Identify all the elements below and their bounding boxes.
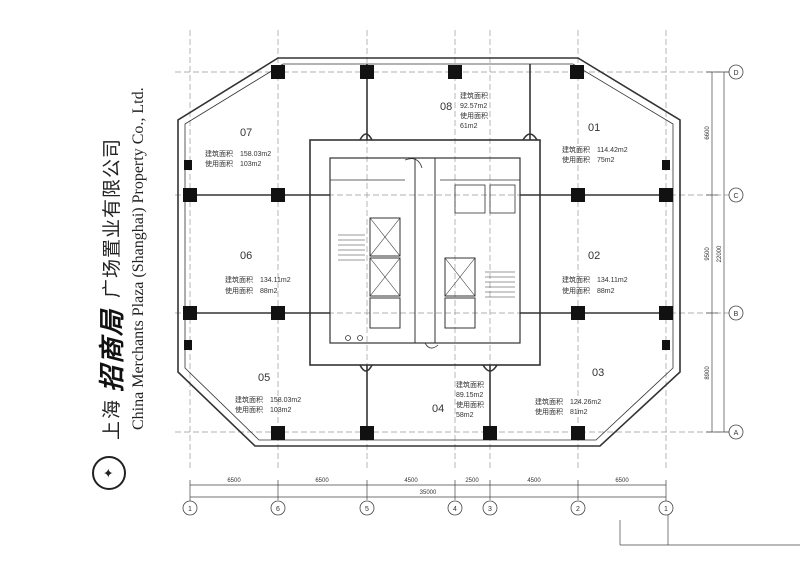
unit-number: 08 [440,101,452,113]
grid-label: 6 [276,506,280,513]
unit-usable-area-label: 使用面积 [562,286,590,295]
unit-gross-area: 158.03m2 [270,397,301,404]
unit-gross-area-label: 建筑面积 [535,397,563,406]
unit-usable-area-label: 使用面积 [460,111,488,120]
unit-gross-area-label: 建筑面积 [205,149,233,158]
grid-label: 1 [188,506,192,513]
grid-bubbles-right [728,64,744,440]
dimension-text: 6500 [615,478,629,484]
unit-number: 01 [588,122,600,134]
grid-label: A [734,430,739,437]
unit-gross-area-label: 建筑面积 [562,275,590,284]
unit-gross-area: 134.11m2 [260,277,291,284]
unit-usable-area: 88m2 [260,288,278,295]
unit-gross-area-label: 建筑面积 [460,91,488,100]
unit-usable-area: 81m2 [570,409,588,416]
company-logo-icon: ✦ [92,456,126,490]
unit-gross-area-label: 建筑面积 [225,275,253,284]
unit-gross-area: 158.03m2 [240,151,271,158]
grid-label: 2 [576,506,580,513]
unit-number: 05 [258,372,270,384]
unit-usable-area-label: 使用面积 [456,400,484,409]
grid-label: 5 [365,506,369,513]
company-name-suffix: 广场置业有限公司 [100,137,123,298]
unit-number: 03 [592,367,604,379]
company-branding: ✦ 上海 招商局 广场置业有限公司 China Merchants Plaza … [92,60,157,490]
grid-bubbles-bottom [182,500,674,516]
dimension-text: 6500 [227,478,241,484]
unit-usable-area: 58m2 [456,412,474,419]
unit-number: 02 [588,250,600,262]
unit-usable-area: 75m2 [597,157,615,164]
dimension-text: 2500 [465,478,479,484]
unit-usable-area-label: 使用面积 [235,405,263,414]
dimension-total: 35000 [420,490,437,496]
unit-usable-area: 88m2 [597,288,615,295]
dimension-text: 6600 [705,126,711,140]
unit-usable-area-label: 使用面积 [535,407,563,416]
unit-number: 04 [432,403,444,415]
dimension-total: 22000 [717,245,723,262]
unit-gross-area-label: 建筑面积 [562,145,590,154]
unit-usable-area-label: 使用面积 [562,155,590,164]
dimension-lines [189,71,800,546]
unit-gross-area-label: 建筑面积 [456,380,484,389]
unit-gross-area-label: 建筑面积 [235,395,263,404]
dimension-text: 4500 [527,478,541,484]
unit-number: 07 [240,127,252,139]
unit-gross-area: 89.15m2 [456,392,483,399]
structural-columns [183,65,673,440]
company-brand: 招商局 [97,307,128,392]
unit-usable-area-label: 使用面积 [205,159,233,168]
unit-usable-area: 103m2 [270,407,292,414]
unit-usable-area-label: 使用面积 [225,286,253,295]
grid-label: 4 [453,506,457,513]
dimension-text: 4500 [404,478,418,484]
unit-usable-area: 103m2 [240,161,262,168]
company-name-prefix: 上海 [100,397,123,440]
unit-gross-area: 114.42m2 [597,147,628,154]
dimension-text: 9500 [705,247,711,261]
grid-label: B [734,311,739,318]
dimension-text: 6500 [315,478,329,484]
unit-gross-area: 92.57m2 [460,103,487,110]
building-outline [177,57,681,447]
axis-lines [175,30,735,470]
unit-usable-area: 61m2 [460,123,478,130]
dimension-text: 8900 [705,366,711,380]
unit-gross-area: 134.11m2 [597,277,628,284]
grid-label: 3 [488,506,492,513]
unit-gross-area: 124.26m2 [570,399,601,406]
grid-label: 1 [664,506,668,513]
grid-label: D [733,70,738,77]
grid-label: C [733,193,738,200]
company-name-english: China Merchants Plaza (Shanghai) Propert… [130,87,147,430]
unit-number: 06 [240,250,252,262]
building-core [309,139,541,366]
